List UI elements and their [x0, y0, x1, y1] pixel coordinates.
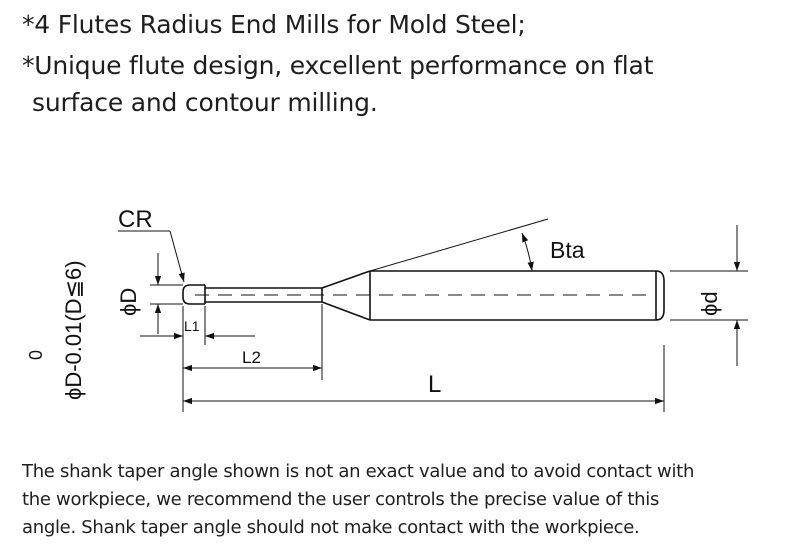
- bta-label: Bta: [550, 237, 585, 263]
- shank-d-dimension: [670, 225, 748, 366]
- taper-bottom: [321, 301, 371, 321]
- heading-line-1: *4 Flutes Radius End Mills for Mold Stee…: [22, 10, 526, 39]
- shank-d-label: ϕd: [697, 291, 722, 316]
- cr-leader: [118, 230, 185, 283]
- l1-dimension: [140, 306, 255, 345]
- taper-top: [321, 270, 371, 289]
- taper-angle-dimension: [369, 218, 549, 272]
- note-line-3: angle. Shank taper angle should not make…: [22, 517, 640, 538]
- l1-label: L1: [184, 318, 200, 334]
- cutting-head: [182, 284, 205, 305]
- l-dimension: [183, 345, 665, 412]
- note-line-1: The shank taper angle shown is not an ex…: [22, 461, 695, 482]
- note-line-2: the workpiece, we recommend the user con…: [22, 489, 660, 510]
- d-dimension: [150, 253, 183, 334]
- heading-line-2: *Unique flute design, excellent performa…: [22, 51, 654, 80]
- cr-label: CR: [118, 206, 153, 233]
- l2-label: L2: [242, 348, 261, 367]
- heading-line-3: surface and contour milling.: [32, 88, 378, 117]
- d-label: ϕD: [116, 288, 141, 316]
- tolerance-label: ϕD-0.01(D≦6): [61, 260, 86, 400]
- shank-end: [655, 270, 665, 321]
- l-label: L: [428, 371, 441, 398]
- tolerance-upper: 0: [26, 350, 46, 360]
